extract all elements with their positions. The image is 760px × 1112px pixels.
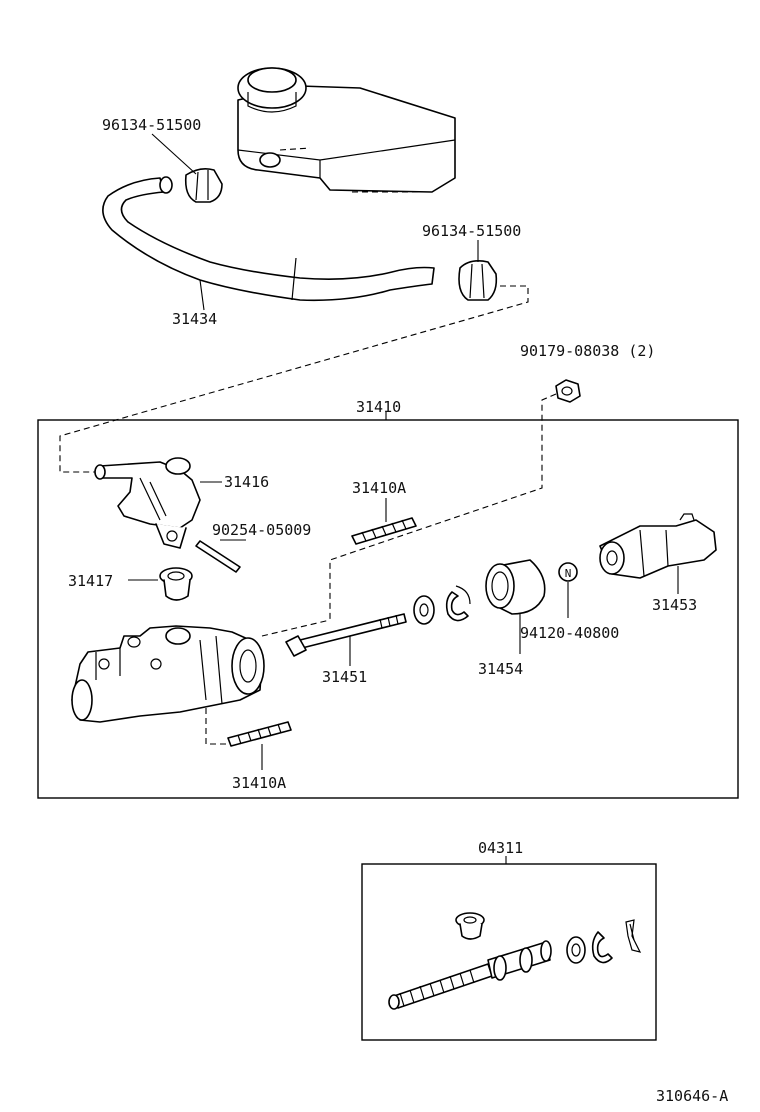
label-pin: 90254-05009 xyxy=(212,521,311,539)
label-figure-id: 310646-A xyxy=(656,1087,728,1105)
label-stud-lower: 31410A xyxy=(232,774,286,792)
stud-upper xyxy=(351,517,417,545)
stud-lower xyxy=(227,721,292,747)
push-rod-boot-31453 xyxy=(599,513,717,579)
label-grommet: 31417 xyxy=(68,572,113,590)
label-nut-n: 94120-40800 xyxy=(520,624,619,642)
clip-upper xyxy=(184,168,223,203)
label-push-rod-boot: 31453 xyxy=(652,596,697,614)
n-marker: N xyxy=(558,562,578,582)
assembly-frame xyxy=(37,419,739,799)
snap-ring xyxy=(445,585,471,622)
kit-clip xyxy=(625,919,642,953)
grommet-31417 xyxy=(159,567,193,601)
kit-grommet xyxy=(455,912,485,940)
union-31416 xyxy=(94,457,201,549)
label-push-rod: 31451 xyxy=(322,668,367,686)
master-cylinder-body xyxy=(71,625,265,723)
washer xyxy=(413,595,435,625)
label-boot: 31454 xyxy=(478,660,523,678)
label-union: 31416 xyxy=(224,473,269,491)
label-hose: 31434 xyxy=(172,310,217,328)
kit-frame xyxy=(361,863,657,1041)
clip-lower xyxy=(458,260,498,301)
label-clip-lower: 96134-51500 xyxy=(422,222,521,240)
label-kit: 04311 xyxy=(478,839,523,857)
svg-text:N: N xyxy=(565,567,572,580)
kit-washer xyxy=(566,936,586,964)
push-rod-31451 xyxy=(285,613,407,657)
kit-piston-spring xyxy=(388,940,552,1010)
label-nut: 90179-08038 (2) xyxy=(520,342,655,360)
reservoir-hose xyxy=(102,176,435,302)
hose-route-line xyxy=(59,285,529,473)
pin-90254 xyxy=(195,540,241,573)
reservoir-tank xyxy=(237,67,456,193)
label-assembly: 31410 xyxy=(356,398,401,416)
nut-90179 xyxy=(555,379,581,403)
label-clip-upper: 96134-51500 xyxy=(102,116,201,134)
kit-snap-ring xyxy=(591,931,613,964)
boot-31454 xyxy=(485,559,546,615)
label-stud-upper: 31410A xyxy=(352,479,406,497)
